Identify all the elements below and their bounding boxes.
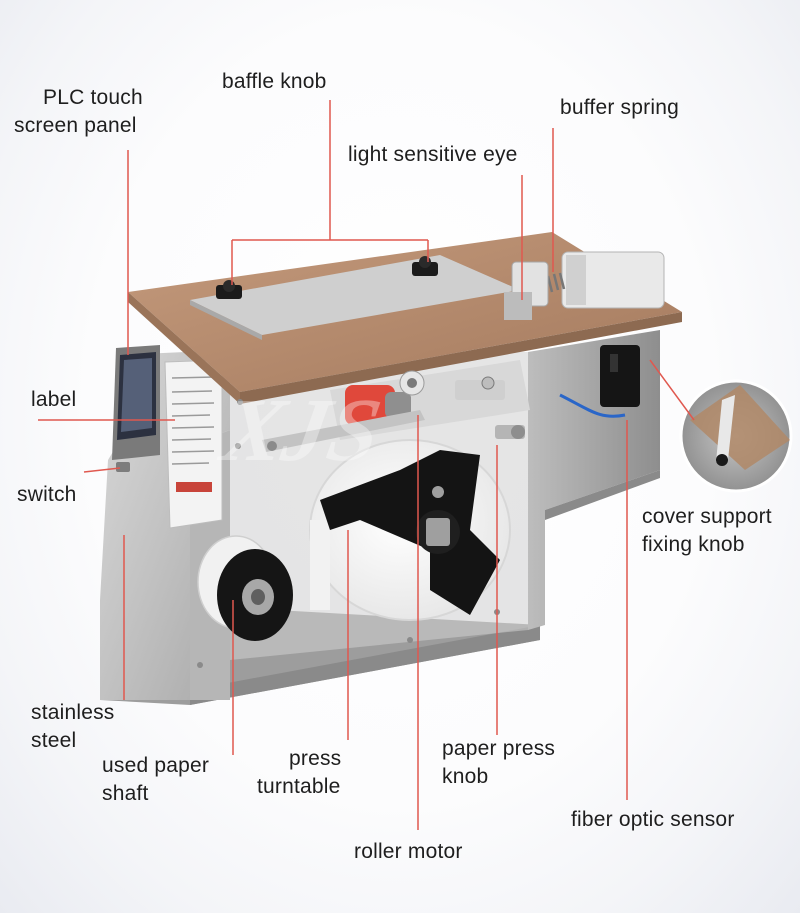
buffer-spring-label: buffer spring [560, 96, 679, 119]
plc-touch-screen [112, 345, 160, 460]
plc-touch-screen-label: PLC touch screen panel [14, 86, 143, 137]
paper-press-knob-label: paper press knob [442, 737, 556, 788]
baffle-knob-label: baffle knob [222, 70, 327, 93]
used-paper-shaft-label: used paper shaft [102, 754, 210, 805]
switch-label: switch [17, 483, 77, 506]
cover-support-fixing-knob-label: cover support fixing knob [642, 505, 772, 556]
screws [197, 399, 500, 668]
side-housing [528, 330, 660, 630]
leader-lines [38, 100, 695, 830]
light-sensitive-eye-label: light sensitive eye [348, 143, 518, 166]
paper-press-knob [495, 425, 525, 439]
used-paper-shaft [197, 535, 293, 641]
buffer-spring-assembly [504, 251, 665, 320]
label-callout: label [31, 388, 77, 411]
power-switch [116, 462, 130, 472]
roller-motor-label: roller motor [354, 840, 463, 863]
fiber-optic-sensor-label: fiber optic sensor [571, 808, 735, 831]
cover-knob-inset [679, 379, 793, 493]
stainless-steel-label: stainless steel [31, 701, 115, 752]
support-arm [262, 410, 425, 452]
press-turntable-label: press turntable [257, 747, 342, 798]
watermark: XJS [212, 380, 388, 480]
press-turntable [320, 450, 500, 615]
label-sticker [164, 359, 223, 529]
